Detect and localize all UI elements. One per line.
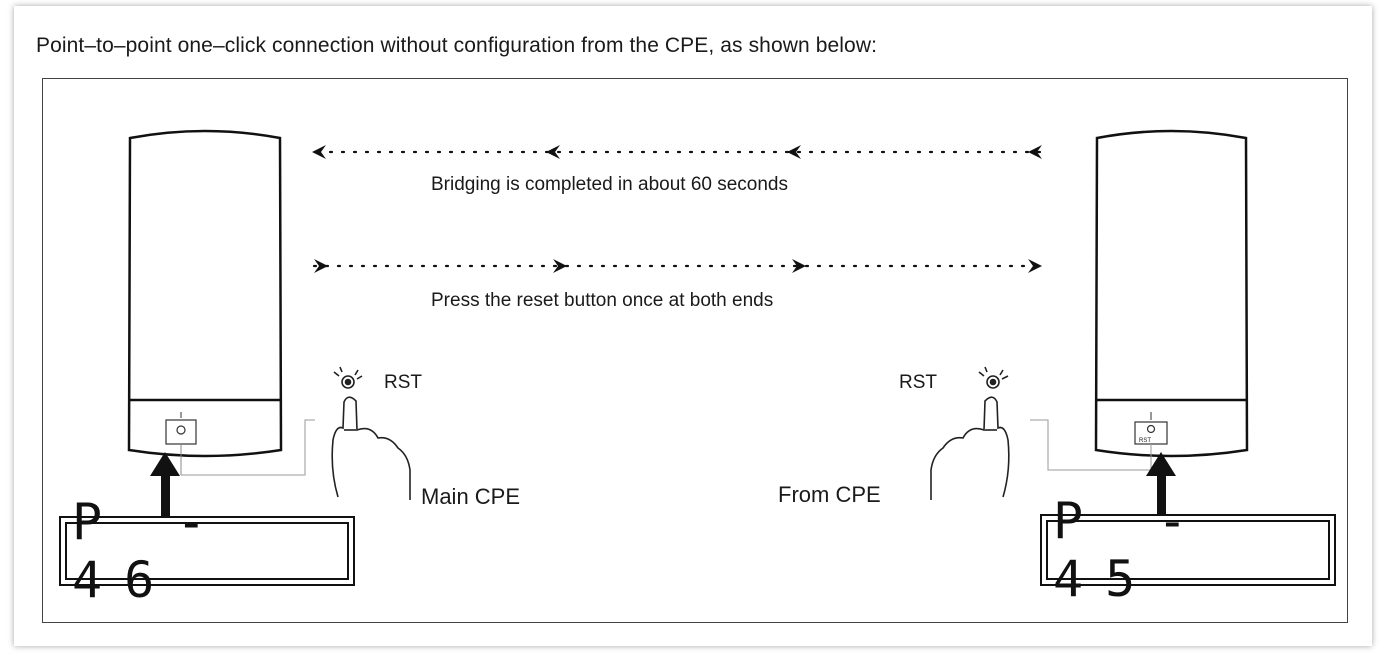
main-cpe-device — [127, 129, 315, 476]
main-cpe-reset-port — [165, 419, 197, 445]
main-cpe-up-arrow — [150, 452, 180, 518]
bridging-dotted-arrow — [312, 145, 1042, 159]
from-cpe-up-arrow — [1146, 452, 1176, 516]
from-cpe-rst-label: RST — [899, 372, 937, 393]
from-cpe-label: From CPE — [778, 482, 881, 507]
reset-caption: Press the reset button once at both ends — [431, 290, 774, 311]
main-cpe-rst-label: RST — [384, 372, 422, 393]
bridging-caption: Bridging is completed in about 60 second… — [431, 174, 789, 195]
page-heading: Point–to–point one–click connection with… — [36, 34, 878, 57]
from-cpe-lcd — [1040, 514, 1336, 586]
from-cpe-port-label: RST — [1139, 438, 1151, 444]
diagram-frame — [42, 78, 1348, 623]
from-cpe-display-text: P - 45 — [1053, 492, 1210, 608]
from-cpe-device — [1030, 129, 1249, 471]
main-cpe-pressing-hand-icon — [331, 366, 411, 500]
main-cpe-lcd — [59, 516, 355, 586]
main-cpe-display-text: P - 46 — [72, 493, 229, 609]
from-cpe-pressing-hand-icon — [930, 366, 1010, 500]
main-cpe-label: Main CPE — [421, 484, 521, 509]
reset-dotted-arrow — [312, 259, 1042, 273]
